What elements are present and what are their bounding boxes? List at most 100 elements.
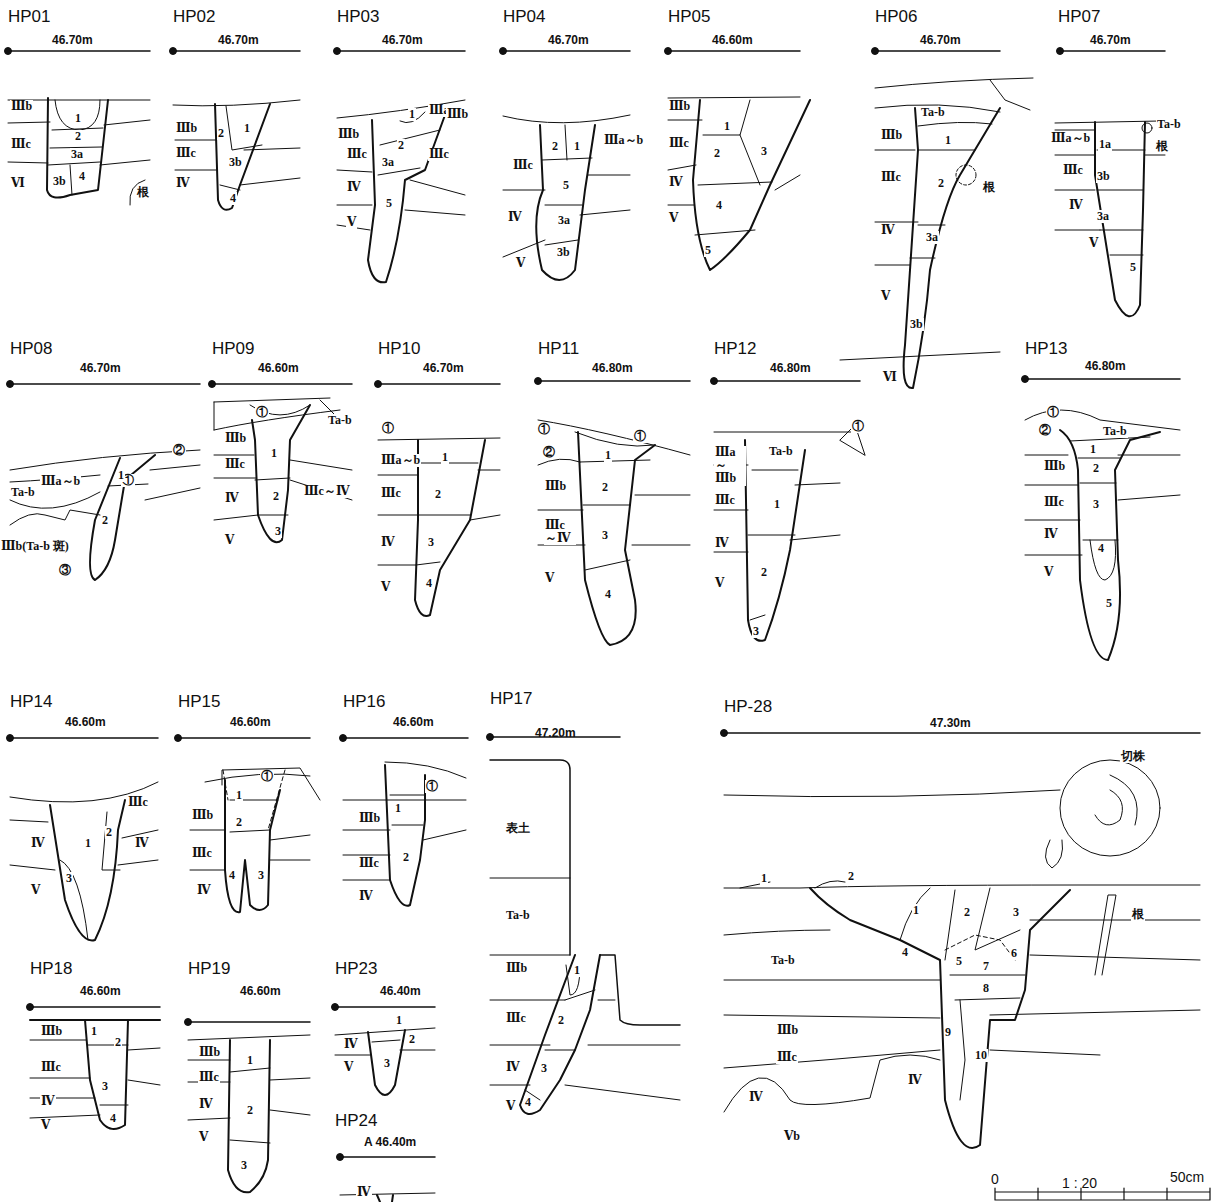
datum-line (212, 383, 352, 385)
layer-label: 10 (974, 1049, 988, 1062)
layer-label: 4 (228, 869, 236, 882)
layer-label: Ⅳ (1068, 199, 1084, 212)
layer-label: Ⅳ (40, 1095, 56, 1108)
layer-label: Ⅳ (507, 211, 523, 224)
layer-label: 1a (1098, 138, 1112, 151)
layer-label: 表土 (505, 822, 531, 835)
datum-point (337, 1154, 344, 1161)
datum-point (175, 735, 182, 742)
layer-label: 3b (556, 246, 571, 259)
layer-label: Ⅳ (358, 890, 374, 903)
elevation-label: 46.60m (712, 34, 753, 47)
scale-label: 50cm (1170, 1170, 1204, 1185)
layer-label: ② (1038, 424, 1052, 437)
layer-label: 1 (1089, 443, 1097, 456)
layer-label: 4 (1097, 542, 1105, 555)
layer-label: Ⅴ (714, 577, 725, 590)
layer-label: Ⅲc (224, 458, 246, 471)
datum-point (340, 735, 347, 742)
layer-label: Ⅲc～Ⅳ (303, 485, 351, 498)
layer-label: 5 (955, 955, 963, 968)
elevation-label: 46.60m (65, 716, 106, 729)
datum-line (178, 737, 310, 739)
layer-label: Ⅳ (1043, 528, 1059, 541)
datum-point (332, 1004, 339, 1011)
layer-label: 2 (847, 870, 855, 883)
datum-point (185, 1019, 192, 1026)
layer-label: 3 (427, 536, 435, 549)
pit-title: HP-28 (724, 698, 772, 717)
layer-label: 根 (1155, 140, 1169, 153)
datum-line (8, 50, 150, 52)
datum-line (1060, 50, 1165, 52)
layer-label: Ⅲa～b (603, 134, 644, 147)
pit-title: HP04 (503, 8, 546, 27)
pit-title: HP01 (8, 8, 51, 27)
layer-label: 3 (383, 1057, 391, 1070)
pit-title: HP15 (178, 693, 221, 712)
datum-line (337, 50, 465, 52)
layer-label: 1 (408, 108, 416, 121)
layer-label: 4 (524, 1096, 532, 1109)
layer-label: Ⅴ (40, 1119, 51, 1132)
datum-line (714, 380, 860, 382)
pit-title: HP12 (714, 340, 757, 359)
datum-point (375, 381, 382, 388)
layer-label: Ⅴ (1043, 566, 1054, 579)
layer-label: Ⅳ (907, 1074, 923, 1087)
layer-label: 1 (760, 872, 768, 885)
layer-label: Ⅲb (668, 100, 691, 113)
layer-label: Ⅲc (428, 148, 450, 161)
datum-line (30, 1006, 160, 1008)
layer-label: 3b (228, 156, 243, 169)
elevation-label: 46.70m (920, 34, 961, 47)
pit-title: HP08 (10, 340, 53, 359)
layer-label: 1 (84, 837, 92, 850)
datum-line (378, 383, 500, 385)
layer-label: 3a (381, 156, 395, 169)
layer-label: 3 (1012, 906, 1020, 919)
datum-point (721, 730, 728, 737)
elevation-label: 46.70m (548, 34, 589, 47)
layer-label: Ⅳ (356, 1186, 372, 1199)
layer-label: Ta-b (10, 486, 36, 499)
layer-label: Ⅳ (30, 837, 46, 850)
layer-label: Ⅲb (880, 129, 903, 142)
layer-label: Ⅳ (175, 177, 191, 190)
layer-label: Ⅳ (505, 1061, 521, 1074)
layer-label: Ⅲc (10, 138, 32, 151)
layer-label: 2 (101, 514, 109, 527)
layer-label: Ⅲb (175, 122, 198, 135)
layer-label: 根 (136, 186, 150, 199)
layer-label: 2 (246, 1104, 254, 1117)
layer-label: 5 (385, 197, 393, 210)
layer-label: Ⅴ (30, 884, 41, 897)
layer-label: 9 (944, 1026, 952, 1039)
scale-bar (995, 1188, 1210, 1200)
layer-label: 2 (408, 1033, 416, 1046)
elevation-label: 46.70m (218, 34, 259, 47)
layer-label: Ⅲa～b (1050, 132, 1091, 145)
layer-label: Ⅲc (127, 796, 149, 809)
layer-label: Ⅴ (343, 1061, 354, 1074)
layer-label: Ⅳ (346, 181, 362, 194)
layer-label: Ⅳ (198, 1098, 214, 1111)
pit-title: HP07 (1058, 8, 1101, 27)
layer-label: Ⅲb (446, 108, 469, 121)
layer-label: 1 (394, 802, 402, 815)
layer-label: 2 (402, 851, 410, 864)
layer-label: 2 (557, 1014, 565, 1027)
datum-point (535, 378, 542, 385)
layer-label: Ⅲb (358, 812, 381, 825)
scale-label: 0 (991, 1172, 999, 1187)
datum-point (487, 734, 494, 741)
layer-label: Ⅲc (191, 847, 213, 860)
layer-label: Ⅳ (134, 837, 150, 850)
layer-label: 3 (760, 145, 768, 158)
layer-label: Ⅲa～b (380, 454, 421, 467)
layer-label: 3b (52, 175, 67, 188)
elevation-label: 46.60m (393, 716, 434, 729)
layer-label: 7 (982, 960, 990, 973)
layer-label: 3 (65, 872, 73, 885)
